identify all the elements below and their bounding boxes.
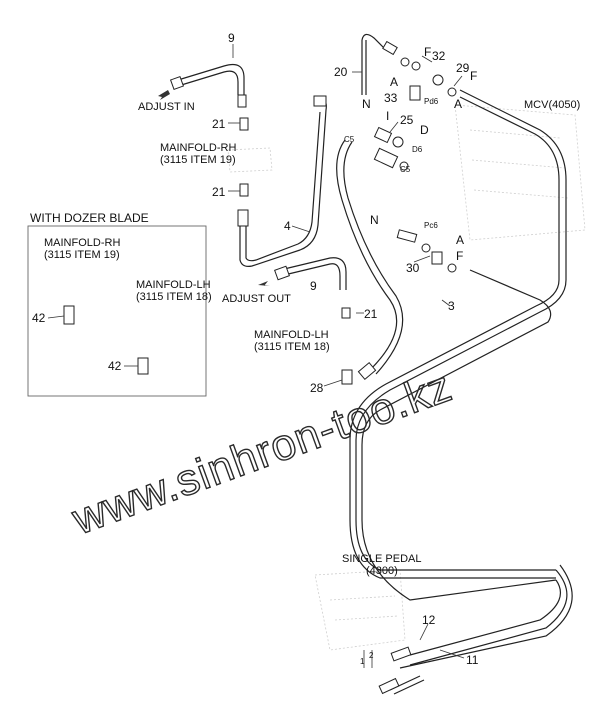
part-3: 3	[448, 299, 455, 313]
letter-f2: F	[470, 69, 477, 83]
port-c5b: C5	[344, 135, 355, 144]
part-12: 12	[422, 613, 436, 627]
label-single-pedal: SINGLE PEDAL	[342, 553, 421, 565]
part-11: 11	[466, 653, 479, 667]
part-33: 33	[384, 91, 398, 105]
letter-a2: A	[454, 97, 462, 111]
mcv-ghost-outline	[454, 104, 586, 241]
hose-20	[361, 33, 385, 95]
section-title: WITH DOZER BLADE	[30, 211, 149, 225]
letter-d1: D	[420, 123, 429, 137]
hose-main-long	[336, 139, 404, 375]
hose-9-top	[177, 63, 245, 95]
adjust-in-arrow-icon	[158, 90, 170, 100]
letter-a3: A	[456, 233, 464, 247]
label-mainfold-lh-mid-ref: (3115 ITEM 18)	[254, 341, 330, 353]
part-25: 25	[400, 113, 414, 127]
letter-n1: N	[362, 97, 371, 111]
label-mainfold-lh-box: MAINFOLD-LH	[136, 279, 211, 291]
port-pc6: Pc6	[424, 221, 438, 230]
label-mainfold-lh-mid: MAINFOLD-LH	[254, 329, 329, 341]
part-30: 30	[406, 261, 420, 275]
hose-4	[239, 99, 327, 267]
fittings	[63, 40, 457, 695]
label-mainfold-rh-box: MAINFOLD-RH	[44, 237, 120, 249]
label-mainfold-rh-top-ref: (3115 ITEM 19)	[160, 154, 236, 166]
dozer-blade-inset-box	[27, 225, 207, 397]
pedal-ghost-outline	[314, 569, 406, 651]
hose-11	[389, 564, 573, 695]
label-adjust-out: ADJUST OUT	[222, 293, 291, 305]
part-20: 20	[334, 65, 348, 79]
part-42-b: 42	[108, 359, 122, 373]
port-c5: C5	[400, 165, 411, 174]
part-29: 29	[456, 61, 470, 75]
part-2: 2	[369, 651, 374, 660]
part-1: 1	[360, 657, 365, 666]
label-mainfold-rh-top: MAINFOLD-RH	[160, 142, 236, 154]
label-single-pedal-ref: (4300)	[366, 565, 398, 577]
part-21-a: 21	[212, 117, 226, 131]
port-d6: D6	[412, 145, 423, 154]
port-pd6: Pd6	[424, 97, 439, 106]
part-9-top: 9	[228, 31, 235, 45]
part-4: 4	[284, 219, 291, 233]
label-mcv: MCV(4050)	[524, 99, 580, 111]
letter-a1: A	[390, 75, 398, 89]
label-adjust-in: ADJUST IN	[138, 101, 195, 113]
part-9-mid: 9	[310, 279, 317, 293]
label-mainfold-rh-box-ref: (3115 ITEM 19)	[44, 249, 120, 261]
letter-i1: I	[386, 109, 389, 123]
hose-9-mid	[279, 257, 347, 290]
watermark-text: www.sinhron-too.kz	[65, 361, 458, 544]
hose-12	[361, 269, 568, 666]
letter-f3: F	[456, 249, 463, 263]
leader-lines	[47, 44, 465, 668]
part-21-c: 21	[364, 307, 378, 321]
letter-n2: N	[370, 213, 379, 227]
part-21-b: 21	[212, 185, 226, 199]
hose-mcv-run	[349, 89, 567, 579]
adjust-out-arrow-icon	[258, 281, 270, 286]
label-mainfold-lh-box-ref: (3115 ITEM 18)	[136, 291, 212, 303]
part-28: 28	[310, 381, 324, 395]
manifold-ghost-outline	[227, 147, 273, 173]
part-42-a: 42	[32, 311, 46, 325]
part-32: 32	[432, 49, 446, 63]
letter-f1: F	[424, 45, 431, 59]
